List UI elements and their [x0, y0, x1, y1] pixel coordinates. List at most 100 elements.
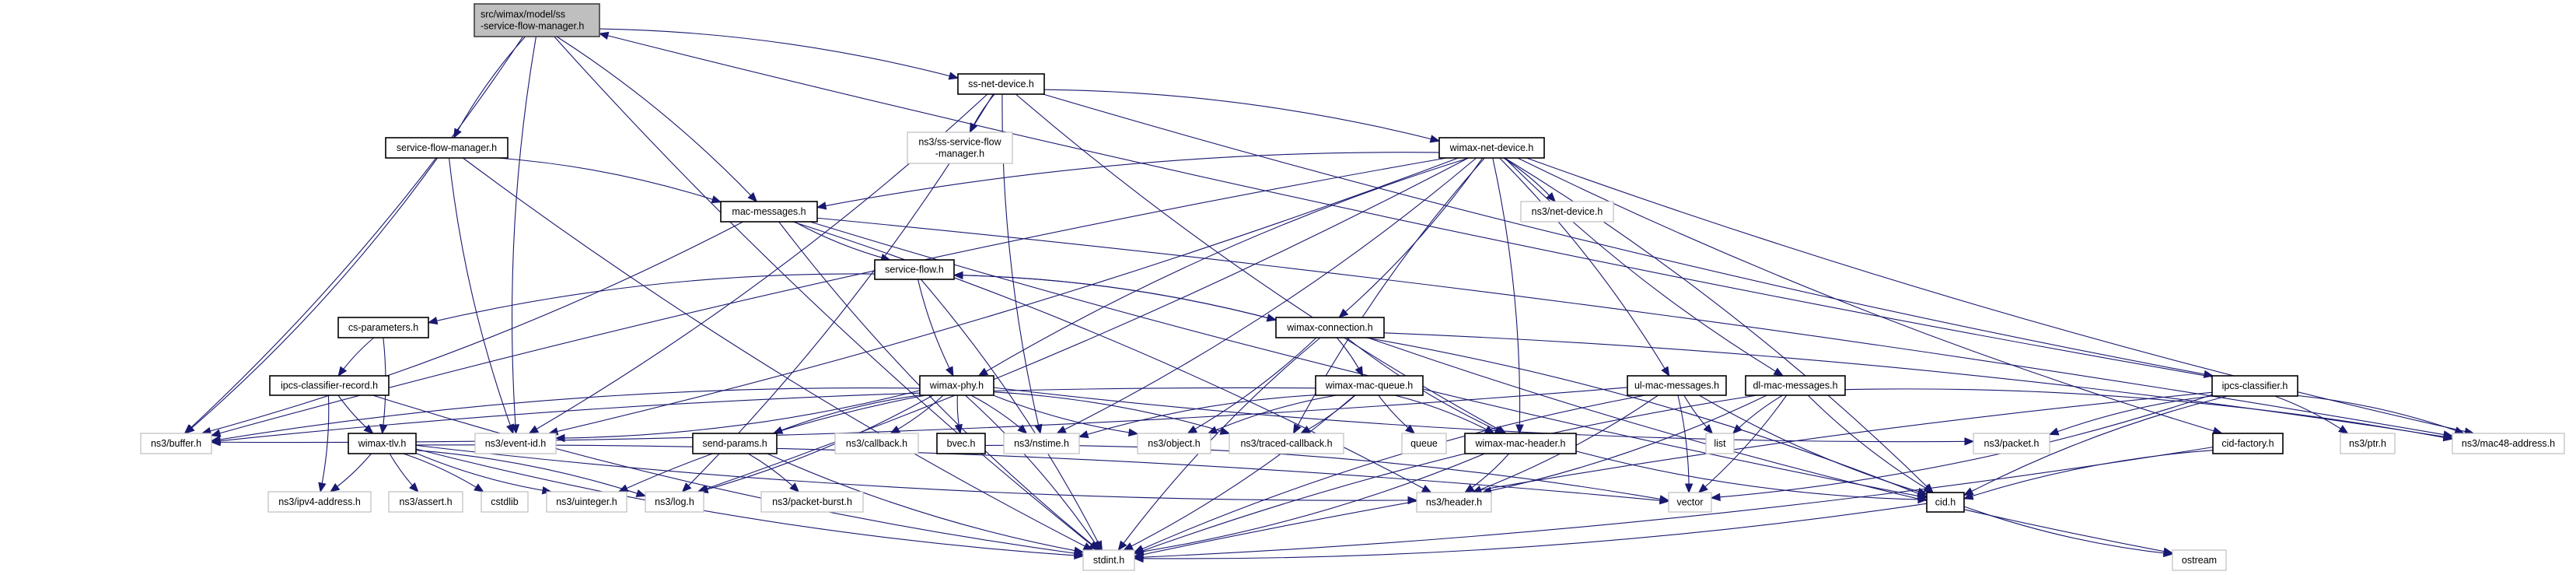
node-box-cid-factory[interactable] — [2212, 433, 2284, 454]
node-ipcs-classifier[interactable]: ipcs-classifier.h — [2211, 375, 2298, 397]
node-box-cs-parameters[interactable] — [337, 317, 429, 338]
node-box-bvec[interactable] — [936, 433, 986, 454]
edge-wimax-mac-header-to-stdint — [1134, 453, 1485, 554]
node-ns3-event-id: ns3/event-id.h — [474, 433, 557, 454]
node-box-root[interactable] — [474, 3, 600, 37]
node-ns3-log: ns3/log.h — [645, 491, 704, 513]
node-box-service-flow-manager[interactable] — [385, 137, 509, 159]
node-bvec[interactable]: bvec.h — [936, 433, 986, 454]
node-box-ns3-mac48-address — [2452, 433, 2565, 454]
edge-ipcs-classifier-record-to-ns3-ipv4-address — [320, 394, 330, 493]
node-box-wimax-connection[interactable] — [1275, 317, 1385, 338]
node-box-ns3-event-id — [474, 433, 557, 454]
edge-service-flow-manager-to-mac-messages — [498, 157, 722, 203]
node-wimax-mac-queue[interactable]: wimax-mac-queue.h — [1315, 375, 1424, 396]
node-label-service-flow: service-flow.h — [885, 265, 944, 275]
edge-ipcs-classifier-to-stdint — [1134, 391, 2213, 557]
edge-wimax-connection-to-service-flow — [953, 275, 1277, 321]
arrowhead-wimax-net-device-to-mac-messages — [816, 202, 827, 210]
arrowhead-cid-factory-to-cid — [1963, 492, 1974, 500]
node-box-stdint — [1082, 549, 1135, 571]
node-dl-mac-messages[interactable]: dl-mac-messages.h — [1745, 375, 1846, 396]
node-box-wimax-mac-header[interactable] — [1464, 433, 1577, 454]
node-label-ns3-net-device: ns3/net-device.h — [1532, 206, 1603, 217]
edge-ul-mac-messages-to-ns3-buffer — [211, 387, 1628, 444]
node-box-wimax-phy[interactable] — [919, 375, 994, 396]
node-ns3-callback: ns3/callback.h — [834, 433, 919, 454]
edge-wimax-net-device-to-cid — [1504, 157, 1934, 493]
node-cid[interactable]: cid.h — [1926, 492, 1965, 513]
node-label-ns3-buffer: ns3/buffer.h — [151, 438, 201, 449]
node-box-ss-net-device[interactable] — [957, 73, 1045, 95]
node-queue: queue — [1401, 433, 1447, 454]
edge-wimax-net-device-to-wimax-mac-header — [1492, 157, 1521, 434]
node-send-params[interactable]: send-params.h — [692, 433, 778, 454]
node-ipcs-classifier-record[interactable]: ipcs-classifier-record.h — [269, 375, 390, 396]
node-box-ns3-uinteger — [546, 491, 627, 513]
node-box-ipcs-classifier-record[interactable] — [269, 375, 390, 396]
arrowhead-service-flow-manager-to-ns3-event-id — [506, 423, 514, 435]
arrowhead-service-flow-manager-to-ns3-buffer — [184, 424, 195, 434]
edge-ipcs-classifier-to-ns3-packet — [2049, 395, 2213, 435]
arrowhead-wimax-mac-queue-to-ns3-object — [1207, 426, 1218, 434]
node-label-cid: cid.h — [1935, 497, 1956, 508]
edge-service-flow-to-stdint — [920, 279, 1103, 551]
node-box-ul-mac-messages[interactable] — [1627, 375, 1727, 396]
arrowhead-wimax-connection-to-service-flow — [952, 271, 963, 280]
node-box-cid[interactable] — [1926, 492, 1965, 513]
node-box-service-flow[interactable] — [874, 259, 955, 280]
node-wimax-connection[interactable]: wimax-connection.h — [1275, 317, 1385, 338]
edge-root-to-mac-messages — [556, 36, 757, 202]
node-box-ns3-buffer — [140, 433, 212, 454]
arrowhead-wimax-net-device-to-ns3-net-device — [1546, 192, 1557, 202]
arrowhead-wimax-net-device-to-ns3-traced-callback — [1292, 423, 1302, 435]
node-service-flow-manager[interactable]: service-flow-manager.h — [385, 137, 509, 159]
node-service-flow[interactable]: service-flow.h — [874, 259, 955, 280]
edge-wimax-mac-queue-to-stdint — [1124, 394, 1355, 551]
arrowhead-wimax-tlv-to-cstdlib — [474, 483, 484, 493]
node-box-wimax-net-device[interactable] — [1438, 137, 1545, 159]
arrowhead-ipcs-classifier-record-to-ns3-ipv4-address — [318, 482, 327, 493]
node-ss-net-device[interactable]: ss-net-device.h — [957, 73, 1045, 95]
node-box-ns3-packet — [1973, 433, 2050, 454]
node-wimax-phy[interactable]: wimax-phy.h — [919, 375, 994, 396]
node-ostream: ostream — [2172, 549, 2227, 571]
edge-send-params-to-ns3-packet-burst — [747, 453, 799, 493]
node-ns3-header: ns3/header.h — [1416, 492, 1492, 513]
node-box-mac-messages[interactable] — [720, 201, 818, 223]
node-ul-mac-messages[interactable]: ul-mac-messages.h — [1627, 375, 1727, 396]
node-ns3-ss-service-flow-manager: ns3/ss-service-flow-manager.h — [907, 131, 1013, 164]
node-box-ns3-log — [645, 491, 704, 513]
node-cid-factory[interactable]: cid-factory.h — [2212, 433, 2284, 454]
edge-ss-net-device-to-wimax-mac-header — [1015, 93, 1506, 434]
arrowhead-send-params-to-ns3-packet-burst — [789, 482, 800, 493]
edge-mac-messages-to-cid — [809, 221, 1928, 499]
node-label-cid-factory: cid-factory.h — [2221, 438, 2274, 449]
arrowhead-ipcs-classifier-to-ns3-ptr — [2338, 425, 2349, 434]
node-label-ns3-header: ns3/header.h — [1426, 497, 1482, 508]
node-label-ostream: ostream — [2182, 555, 2217, 566]
node-wimax-net-device[interactable]: wimax-net-device.h — [1438, 137, 1545, 159]
node-list: list — [1705, 433, 1735, 454]
node-wimax-mac-header[interactable]: wimax-mac-header.h — [1464, 433, 1577, 454]
edges-layer — [184, 28, 2475, 563]
node-box-dl-mac-messages[interactable] — [1745, 375, 1846, 396]
node-cs-parameters[interactable]: cs-parameters.h — [337, 317, 429, 338]
node-root[interactable]: src/wimax/model/ss-service-flow-manager.… — [474, 3, 600, 37]
node-wimax-tlv[interactable]: wimax-tlv.h — [348, 433, 417, 454]
node-label-wimax-mac-queue: wimax-mac-queue.h — [1325, 380, 1414, 391]
node-ns3-assert: ns3/assert.h — [388, 491, 463, 513]
node-box-ipcs-classifier[interactable] — [2211, 375, 2298, 397]
arrowhead-wimax-phy-to-stdint — [1091, 540, 1101, 552]
edge-wimax-connection-to-ns3-object — [1187, 337, 1317, 434]
node-label-queue: queue — [1410, 438, 1438, 449]
node-box-send-params[interactable] — [692, 433, 778, 454]
arrowhead-ss-net-device-to-ns3-log — [681, 482, 692, 493]
node-label-wimax-phy: wimax-phy.h — [929, 380, 984, 391]
node-box-wimax-tlv[interactable] — [348, 433, 417, 454]
arrowhead-wimax-mac-queue-to-ns3-traced-callback — [1299, 425, 1311, 434]
edge-dl-mac-messages-to-list — [1732, 394, 1784, 434]
node-box-wimax-mac-queue[interactable] — [1315, 375, 1424, 396]
node-mac-messages[interactable]: mac-messages.h — [720, 201, 818, 223]
